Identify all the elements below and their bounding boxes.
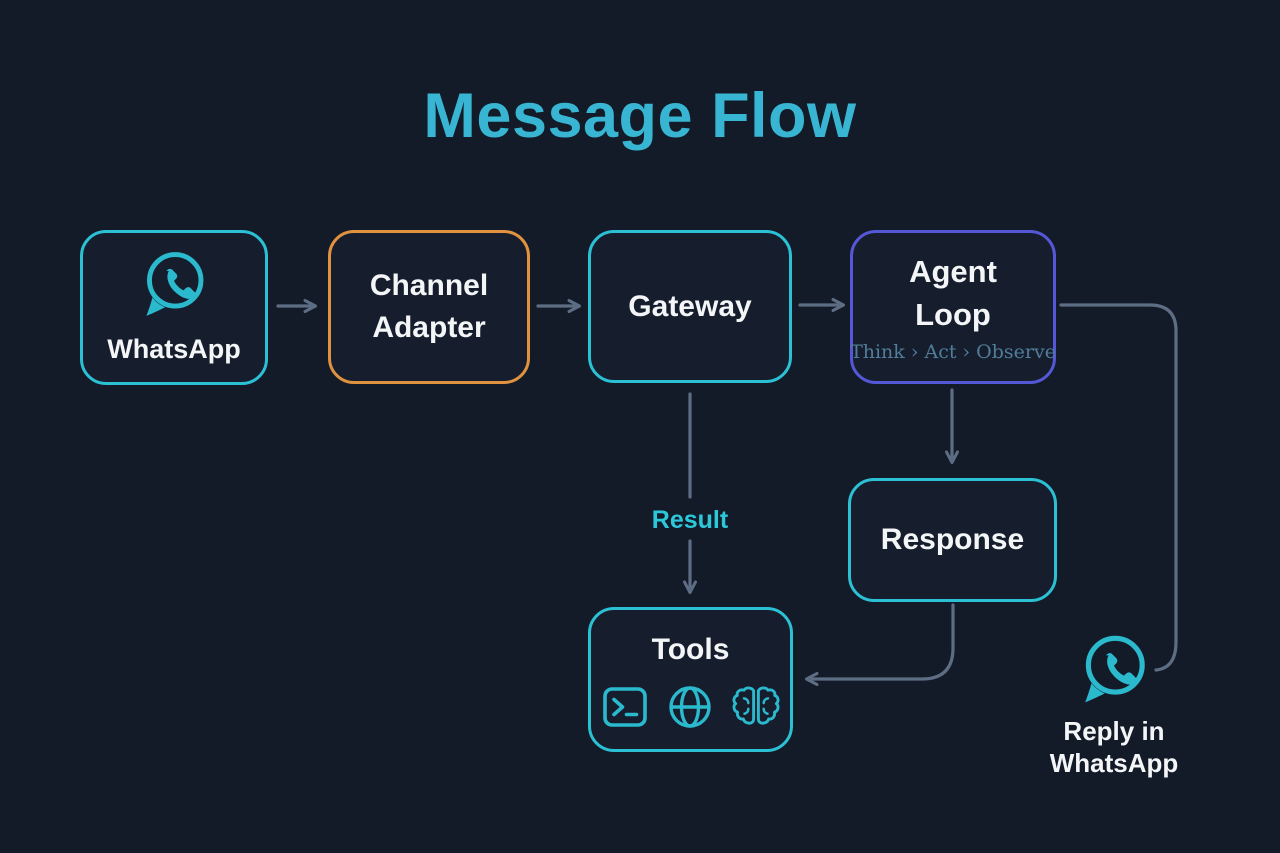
reply-in-whatsapp-label: Reply in WhatsApp [1049,716,1179,778]
terminal-icon [602,687,647,727]
node-response-label: Response [880,523,1025,556]
brain-icon [732,686,779,725]
page-title: Message Flow [423,81,857,151]
node-tools: Tools [588,607,793,752]
whatsapp-handset [166,268,196,299]
tools-icon-row [602,684,780,730]
reply-in-whatsapp: Reply in WhatsApp [1034,629,1194,779]
edge-agent-to-reply [1059,303,1178,672]
node-tools-label: Tools [651,633,730,666]
node-gateway: Gateway [588,230,792,383]
node-agent-loop-subtitle: Think › Act › Observe [850,340,1056,363]
edge-result-label: Result [651,506,729,534]
node-whatsapp: WhatsApp [80,230,268,385]
node-response: Response [848,478,1057,602]
whatsapp-bubble-tail [1085,683,1105,703]
node-channel-adapter-label: Channel Adapter [369,269,489,344]
whatsapp-handset [1106,653,1137,685]
node-agent-loop-label: Agent Loop [909,254,997,332]
globe-icon [668,686,711,728]
whatsapp-bubble-tail [146,297,166,316]
node-gateway-label: Gateway [628,289,752,323]
node-agent-loop: Agent Loop Think › Act › Observe [850,230,1056,384]
node-whatsapp-label: WhatsApp [107,334,241,365]
node-channel-adapter: Channel Adapter [328,230,530,384]
whatsapp-icon [146,252,204,316]
reply-whatsapp-icon [1085,635,1145,703]
edge-response-to-tools [805,603,955,686]
